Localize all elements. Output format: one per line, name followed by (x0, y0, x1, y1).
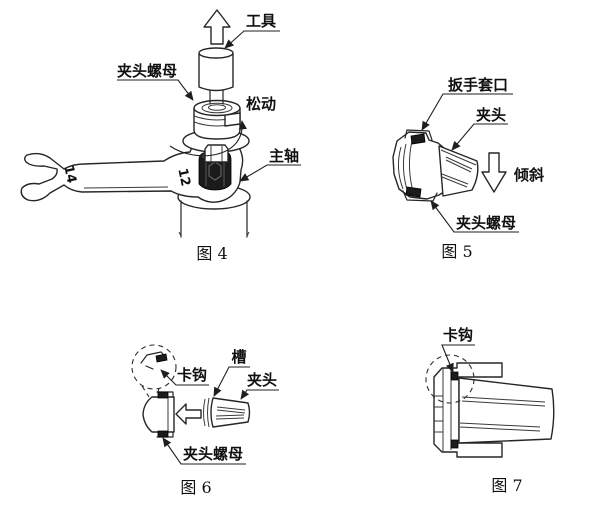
hook-detail-drawing (131, 344, 177, 398)
label-hook: 卡钩 (177, 366, 207, 384)
collet-nut-front-drawing (142, 391, 175, 438)
wrench-drawing: 14 12 (20, 133, 244, 203)
loosen-rotation-arrow-icon (169, 120, 247, 157)
tilted-collet-drawing (438, 145, 479, 197)
left-arrow-icon (175, 403, 202, 425)
leader-wrench-socket (421, 93, 513, 131)
leader-collet-nut (117, 79, 194, 101)
label-spindle: 主轴 (269, 147, 299, 165)
leader-collet-nut (430, 200, 519, 233)
label-slot: 槽 (231, 348, 246, 366)
leader-tool (224, 30, 280, 49)
figure-7-caption: 图 7 (491, 476, 522, 495)
label-collet: 夹头 (247, 371, 277, 389)
leader-collet (240, 389, 279, 400)
label-collet-nut: 夹头螺母 (183, 445, 243, 463)
leader-collet (451, 123, 508, 151)
figure-4-caption: 图 4 (196, 244, 227, 263)
down-arrow-icon (481, 152, 507, 193)
figure-5: 扳手套口 夹头 倾斜 夹头螺母 图 5 (392, 76, 544, 261)
wrench-size-12: 12 (174, 167, 192, 188)
tool-cylinder-drawing (198, 47, 234, 105)
collet-drawing (203, 397, 251, 428)
leader-collet-nut (162, 437, 246, 465)
figure-7: 卡钩 图 7 (425, 326, 555, 495)
leader-hook (160, 369, 209, 386)
label-collet-nut: 夹头螺母 (117, 62, 177, 80)
leader-slot (213, 366, 250, 397)
up-arrow-icon (203, 9, 231, 45)
label-loosen: 松动 (246, 95, 276, 113)
figure-5-caption: 图 5 (441, 242, 472, 261)
label-collet: 夹头 (476, 106, 506, 124)
figure-4: 14 12 (20, 9, 301, 263)
figure-6-caption: 图 6 (180, 478, 211, 497)
label-wrench-socket: 扳手套口 (448, 76, 508, 94)
leader-spindle (239, 164, 301, 182)
label-collet-nut: 夹头螺母 (456, 214, 516, 232)
figure-6: 卡钩 槽 夹头 夹头螺母 图 6 (131, 344, 279, 497)
assembled-collet-nut-drawing (425, 354, 555, 458)
label-hook: 卡钩 (443, 326, 473, 344)
label-tool: 工具 (246, 12, 276, 30)
leader-hook (441, 344, 475, 373)
label-tilt: 倾斜 (513, 166, 544, 184)
tilted-collet-nut-drawing (392, 129, 448, 202)
wrench-size-14: 14 (60, 164, 78, 185)
